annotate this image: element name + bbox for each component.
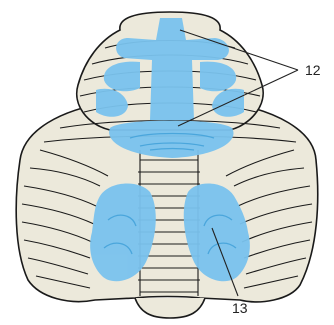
callout-label-12: 12 <box>305 63 321 77</box>
callout-label-13: 13 <box>232 301 248 315</box>
cerebellum-base <box>135 298 205 318</box>
